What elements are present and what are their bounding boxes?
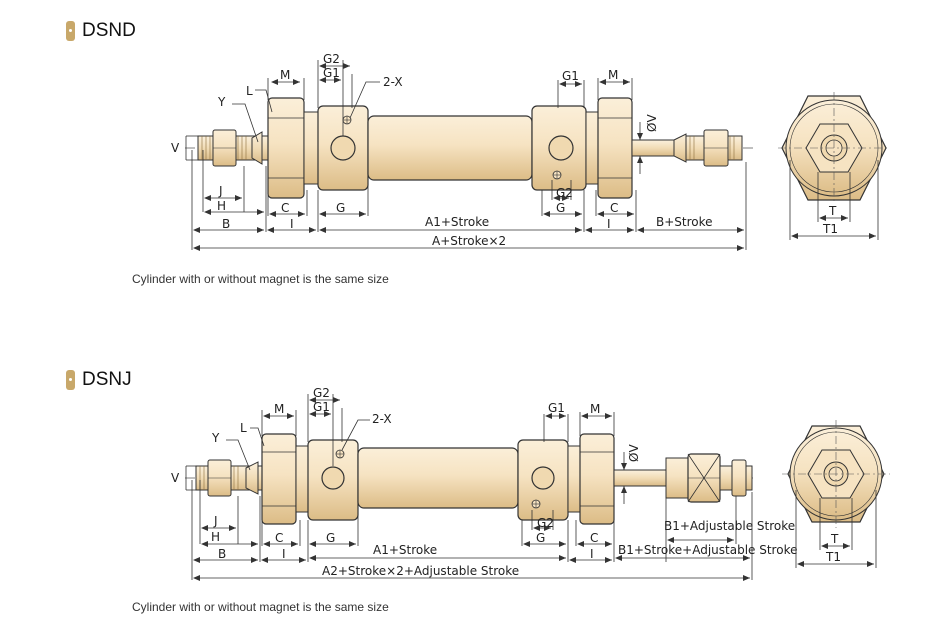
dim-label: G <box>536 531 545 545</box>
dim-label: I <box>607 217 611 231</box>
dim-label: G <box>326 531 335 545</box>
dsnj-end-view-labels: T T1 <box>825 532 841 564</box>
dsnd-side-view <box>185 97 755 199</box>
dim-label: ØV <box>627 444 641 462</box>
dim-label: M <box>280 68 290 82</box>
section-title-dsnd: DSND <box>66 20 136 42</box>
dim-label: G1 <box>323 66 340 80</box>
dim-label: B1+Adjustable Stroke <box>664 519 795 533</box>
dsnd-end-view-dimensions <box>789 160 879 240</box>
dim-label: 2-X <box>372 412 392 426</box>
dim-label: V <box>171 141 180 155</box>
dim-label: ØV <box>645 114 659 132</box>
section-title-dsnj: DSNJ <box>66 369 132 391</box>
section-title-text: DSND <box>82 20 136 41</box>
dim-label: I <box>290 217 294 231</box>
dim-label: J <box>213 514 218 528</box>
dim-label: B1+Stroke+Adjustable Stroke <box>618 543 797 557</box>
dim-label: T1 <box>822 222 838 236</box>
dim-label: G <box>336 201 345 215</box>
dim-label: G2 <box>313 386 330 400</box>
dim-label: B <box>222 217 230 231</box>
dim-label: T <box>828 204 837 218</box>
dim-label: G1 <box>548 401 565 415</box>
dsnj-side-view <box>185 433 755 525</box>
section-note-dsnd: Cylinder with or without magnet is the s… <box>132 272 389 286</box>
dim-label: C <box>590 531 598 545</box>
dim-label: G2 <box>537 516 554 530</box>
dsnj-dimension-labels: M G2 G1 2-X Y L V G1 M ØV J H B C I G A1… <box>171 386 797 578</box>
dim-label: G1 <box>562 69 579 83</box>
dsnd-dimensions <box>185 60 747 251</box>
dim-label: Y <box>217 95 226 109</box>
dim-label: A1+Stroke <box>373 543 437 557</box>
dsnd-dimension-labels: M G2 G1 2-X Y L V G1 M ØV J H B C I G A1… <box>171 52 713 248</box>
dim-label: C <box>610 201 618 215</box>
dim-label: M <box>274 402 284 416</box>
dim-label: I <box>282 547 286 561</box>
dim-label: I <box>590 547 594 561</box>
dim-label: M <box>608 68 618 82</box>
dim-label: A1+Stroke <box>425 215 489 229</box>
dim-label: G2 <box>556 186 573 200</box>
title-badge-icon <box>66 21 75 41</box>
title-badge-icon <box>66 370 75 390</box>
dim-label: A2+Stroke×2+Adjustable Stroke <box>322 564 519 578</box>
dim-label: M <box>590 402 600 416</box>
dim-label: G2 <box>323 52 340 66</box>
dsnj-end-view <box>782 420 890 528</box>
section-note-dsnj: Cylinder with or without magnet is the s… <box>132 600 389 614</box>
dim-label: T <box>830 532 839 546</box>
dim-label: C <box>281 201 289 215</box>
dim-label: V <box>171 471 180 485</box>
dim-label: 2-X <box>383 75 403 89</box>
dim-label: A+Stroke×2 <box>432 234 506 248</box>
dim-label: L <box>240 421 247 435</box>
dsnj-end-view-dimensions <box>795 490 877 568</box>
dsnd-end-view-labels: T T1 <box>822 204 838 236</box>
section-title-text: DSNJ <box>82 369 132 390</box>
dim-label: J <box>218 184 223 198</box>
dim-label: L <box>246 84 253 98</box>
dim-label: C <box>275 531 283 545</box>
dim-label: T1 <box>825 550 841 564</box>
dim-label: G <box>556 201 565 215</box>
dsnj-dimensions <box>185 394 753 581</box>
dim-label: G1 <box>313 400 330 414</box>
dim-label: B+Stroke <box>656 215 713 229</box>
dim-label: H <box>217 199 226 213</box>
dsnd-end-view <box>778 92 890 204</box>
dim-label: H <box>211 530 220 544</box>
dim-label: B <box>218 547 226 561</box>
dim-label: Y <box>211 431 220 445</box>
